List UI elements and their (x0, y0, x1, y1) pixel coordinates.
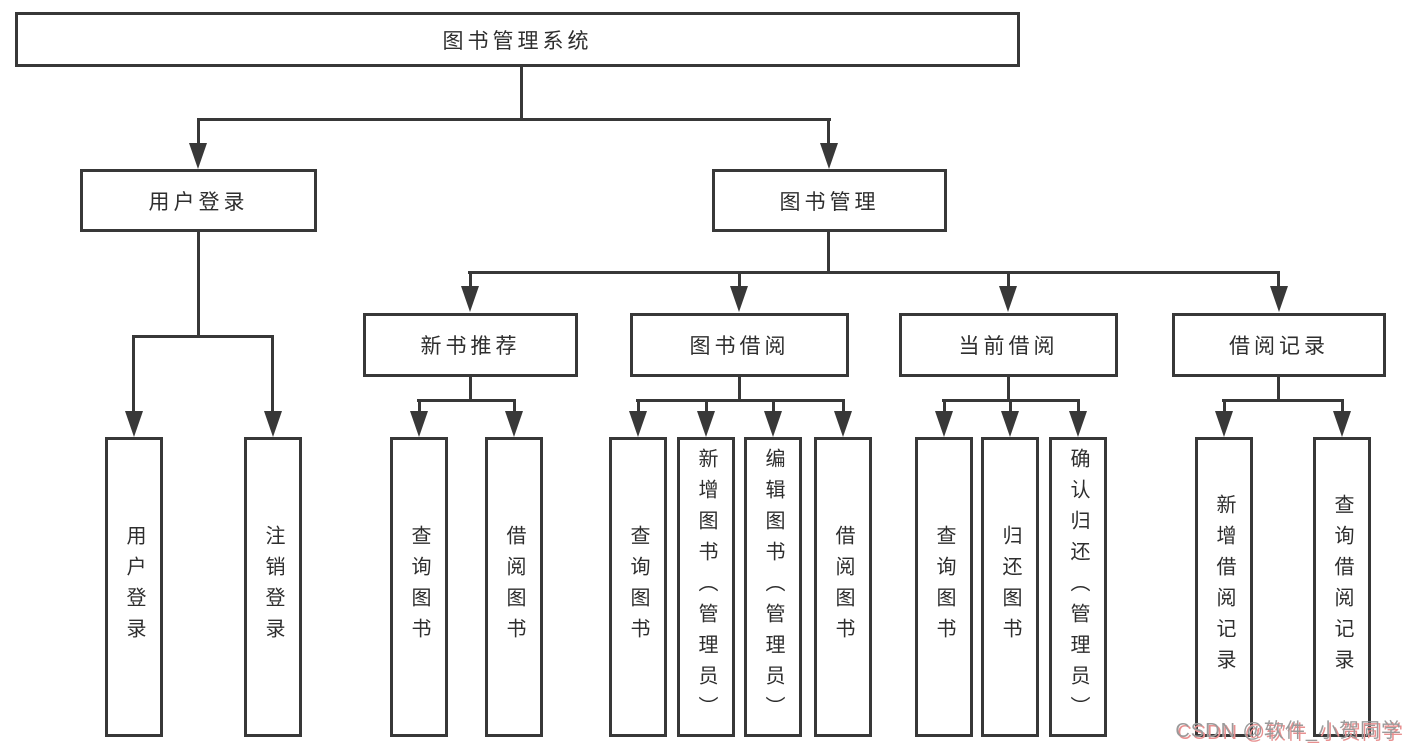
connector-cb-bar (942, 399, 1080, 402)
node-leaf-cb-query-books: 查询图书 (915, 437, 973, 737)
node-label: 注销登录 (262, 525, 284, 649)
node-label: 归还图书 (999, 525, 1021, 649)
node-new-book-recommend: 新书推荐 (363, 313, 578, 377)
node-label: 查询借阅记录 (1331, 494, 1353, 680)
node-label: 用户登录 (148, 190, 249, 214)
arrowhead-to-nb-borrow-books (505, 411, 523, 437)
node-root-library-management-system: 图书管理系统 (15, 12, 1020, 67)
connector-br-bar (1222, 399, 1344, 402)
connector-nb-bar (417, 399, 516, 402)
connector-nb-stem (469, 377, 472, 401)
connector-mgmt-drop-2 (738, 274, 741, 290)
node-leaf-bb-add-books-admin: 新增图书（管理员） (677, 437, 735, 737)
connector-bb-drop-3 (772, 401, 775, 413)
connector-mgmt-drop-1 (469, 274, 472, 290)
connector-cb-stem (1007, 377, 1010, 401)
connector-cb-drop-2 (1009, 401, 1012, 413)
connector-user-drop-left (132, 338, 135, 413)
node-leaf-br-query-record: 查询借阅记录 (1313, 437, 1371, 737)
arrowhead-to-current-borrow (999, 286, 1017, 312)
connector-cb-drop-1 (943, 401, 946, 413)
arrowhead-to-br-add-record (1215, 411, 1233, 437)
connector-br-stem (1277, 377, 1280, 401)
node-leaf-bb-borrow-books: 借阅图书 (814, 437, 872, 737)
node-label: 新增图书（管理员） (695, 447, 717, 727)
connector-bb-drop-4 (842, 401, 845, 413)
node-label: 查询图书 (627, 525, 649, 649)
arrowhead-to-bb-borrow-books (834, 411, 852, 437)
connector-bb-stem (738, 377, 741, 401)
arrowhead-to-cb-query-books (935, 411, 953, 437)
node-label: 当前借阅 (958, 335, 1059, 358)
node-label: 借阅图书 (503, 525, 525, 649)
node-user-login: 用户登录 (80, 169, 317, 232)
connector-cb-drop-3 (1077, 401, 1080, 413)
connector-user-drop-right (271, 338, 274, 413)
connector-user-bar (132, 335, 274, 338)
node-leaf-bb-edit-books-admin: 编辑图书（管理员） (744, 437, 802, 737)
node-leaf-nb-query-books: 查询图书 (390, 437, 448, 737)
arrowhead-to-user-login (189, 143, 207, 169)
connector-user-stem (197, 232, 200, 338)
node-leaf-cb-return-books: 归还图书 (981, 437, 1039, 737)
arrowhead-to-bb-add-books (697, 411, 715, 437)
connector-bb-bar (636, 399, 845, 402)
connector-br-drop-1 (1223, 401, 1226, 413)
node-label: 借阅记录 (1229, 335, 1329, 358)
connector-mgmt-drop-4 (1277, 274, 1280, 290)
arrowhead-to-cb-confirm-return (1069, 411, 1087, 437)
connector-root-drop-right (827, 121, 830, 146)
node-label: 确认归还（管理员） (1067, 447, 1089, 727)
arrowhead-to-bb-query-books (629, 411, 647, 437)
node-label: 查询图书 (408, 525, 430, 649)
arrowhead-to-book-management (820, 143, 838, 169)
node-borrow-records: 借阅记录 (1172, 313, 1386, 377)
node-label: 图书借阅 (689, 335, 790, 358)
connector-bb-drop-2 (705, 401, 708, 413)
arrowhead-to-book-borrow (730, 286, 748, 312)
node-label: 借阅图书 (832, 525, 854, 649)
connector-br-drop-2 (1341, 401, 1344, 413)
node-leaf-nb-borrow-books: 借阅图书 (485, 437, 543, 737)
arrowhead-to-nb-query-books (410, 411, 428, 437)
node-label: 新书推荐 (420, 335, 521, 358)
node-leaf-cb-confirm-return-admin: 确认归还（管理员） (1049, 437, 1107, 737)
node-label: 编辑图书（管理员） (762, 447, 784, 727)
arrowhead-to-bb-edit-books (764, 411, 782, 437)
node-label: 用户登录 (123, 525, 145, 649)
arrowhead-to-borrow-records (1270, 286, 1288, 312)
connector-nb-drop-2 (513, 401, 516, 413)
csdn-watermark: CSDN @软件_小贺同学 (1175, 720, 1402, 742)
connector-mgmt-bar (468, 271, 1280, 274)
connector-root-drop-left (197, 121, 200, 146)
node-leaf-bb-query-books: 查询图书 (609, 437, 667, 737)
arrowhead-to-br-query-record (1333, 411, 1351, 437)
node-leaf-br-add-record: 新增借阅记录 (1195, 437, 1253, 737)
node-label: 新增借阅记录 (1213, 494, 1235, 680)
node-label: 图书管理 (779, 190, 880, 214)
arrowhead-to-leaf-user-login (125, 411, 143, 437)
connector-mgmt-drop-3 (1007, 274, 1010, 290)
arrowhead-to-new-book-recommend (461, 286, 479, 312)
connector-mgmt-stem (827, 232, 830, 274)
node-book-borrow: 图书借阅 (630, 313, 849, 377)
connector-bb-drop-1 (637, 401, 640, 413)
connector-root-bar (197, 118, 831, 121)
connector-nb-drop-1 (418, 401, 421, 413)
connector-root-stem (520, 67, 523, 121)
node-label: 图书管理系统 (442, 29, 593, 53)
arrowhead-to-cb-return-books (1001, 411, 1019, 437)
node-leaf-user-login: 用户登录 (105, 437, 163, 737)
node-label: 查询图书 (933, 525, 955, 649)
node-book-management: 图书管理 (712, 169, 947, 232)
node-leaf-logout: 注销登录 (244, 437, 302, 737)
node-current-borrow: 当前借阅 (899, 313, 1118, 377)
arrowhead-to-leaf-logout (264, 411, 282, 437)
